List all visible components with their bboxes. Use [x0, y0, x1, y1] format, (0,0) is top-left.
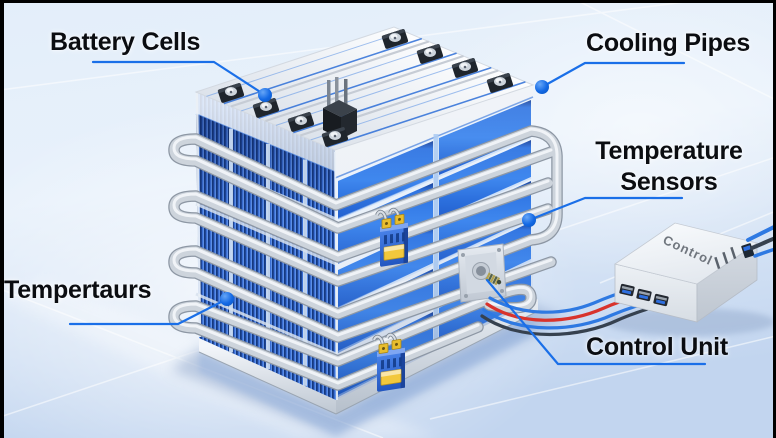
- letterbox-right: [773, 0, 776, 438]
- leader-battery-cells: [91, 60, 267, 97]
- battery-base-left: [199, 338, 336, 414]
- letterbox-left: [0, 0, 4, 438]
- battery-floor-reflection: [199, 318, 533, 436]
- busbar-connector-block: [323, 77, 357, 139]
- temperature-sensors-line2: Sensors: [620, 168, 718, 196]
- callout-label-battery-cells: Battery Cells: [50, 28, 201, 56]
- control-unit-shadow: [605, 308, 775, 336]
- callout-label-cooling-pipes: Cooling Pipes: [586, 29, 751, 57]
- control-unit-vents: [714, 246, 737, 270]
- callout-label-control-unit: Control Unit: [586, 333, 729, 361]
- leader-tempertaurs: [68, 297, 229, 326]
- callout-dot-battery-cells: [258, 88, 272, 102]
- callout-dot-cooling-pipes: [535, 80, 549, 94]
- temperature-sensors-line1: Temperature: [595, 137, 743, 165]
- callout-dots: [220, 80, 549, 306]
- callout-leader-lines: [68, 60, 707, 366]
- leader-cooling-pipes: [540, 61, 686, 89]
- letterbox-top: [0, 0, 776, 3]
- callout-label-temperature-sensors: Temperature Sensors: [573, 136, 765, 198]
- callout-dot-tempertaurs: [220, 292, 234, 306]
- control-unit-box: Control: [614, 222, 776, 323]
- callout-label-tempertaurs: Tempertaurs: [4, 276, 152, 304]
- connector-ribbed-tip: [485, 272, 502, 286]
- callout-dot-temperature-sensors: [522, 213, 536, 227]
- leader-control-unit: [485, 278, 707, 366]
- control-unit-top-face: [614, 222, 758, 285]
- leader-temperature-sensors: [527, 196, 684, 222]
